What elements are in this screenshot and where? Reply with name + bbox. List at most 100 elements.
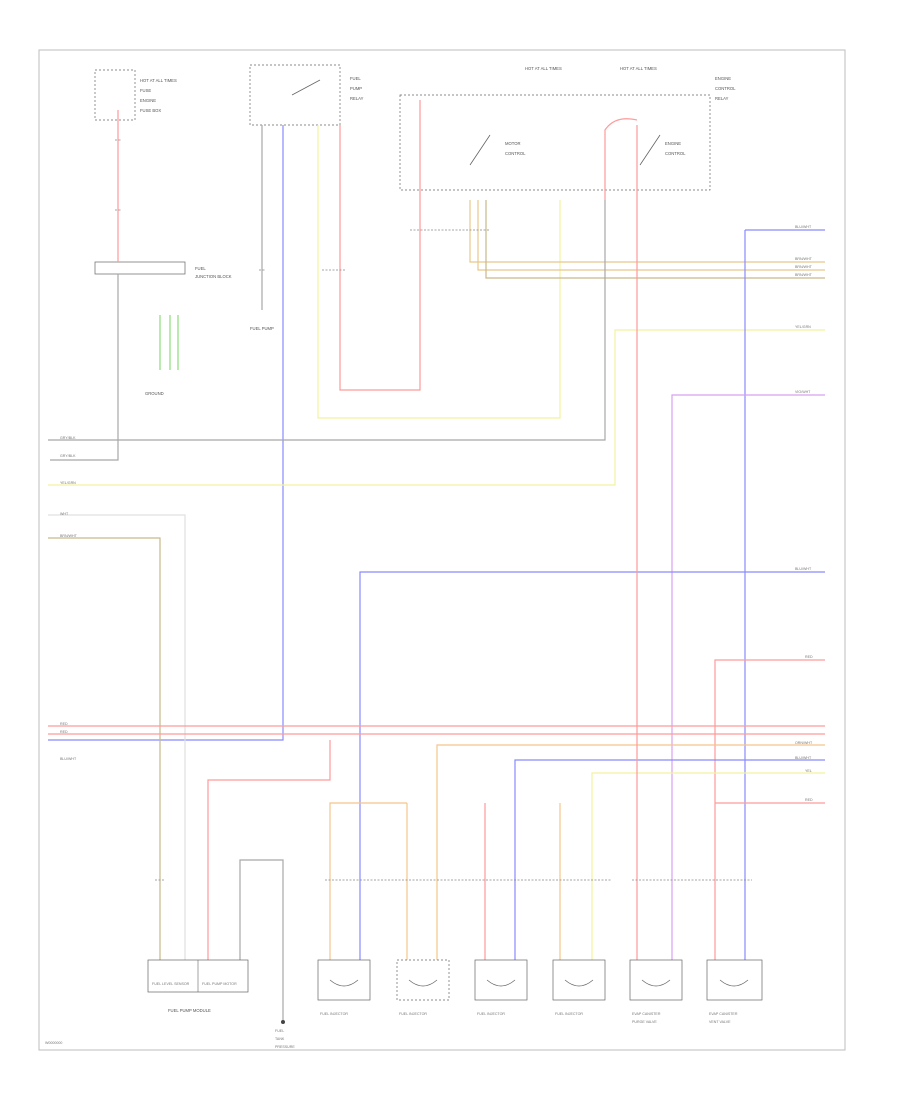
relay-switch-2	[639, 134, 661, 166]
relay-coil-label-4: CONTROL	[665, 151, 686, 156]
main-relay-label-2: PUMP	[350, 86, 362, 91]
label-red-lower-right: RED	[805, 798, 813, 802]
label-yellow-right: YEL/GRN	[795, 325, 811, 329]
label-red-h2: RED	[60, 730, 68, 734]
fuel-pump-motor-label: FUEL PUMP MOTOR	[202, 982, 237, 986]
sensor-label-2: TANK	[275, 1037, 285, 1041]
label-orange-2: BRN/WHT	[795, 265, 813, 269]
fuse-label-left-3: ENGINE	[140, 98, 156, 103]
fuel-pump-module: FUEL LEVEL SENSOR FUEL PUMP MOTOR FUEL P…	[147, 959, 249, 1013]
label-violet: VIO/WHT	[795, 390, 811, 394]
label-left-gray: GRY/BLK	[60, 454, 76, 458]
injector-3-label: FUEL INJECTOR	[477, 1012, 505, 1016]
label-brown-pump: BRN/WHT	[60, 534, 78, 538]
wire-inj1-orange	[329, 802, 407, 960]
top-left-fuse-group: HOT AT ALL TIMES FUSE ENGINE FUSE BOX	[94, 69, 177, 121]
label-white: WHT	[60, 512, 69, 516]
fuel-injector-1: FUEL INJECTOR	[317, 959, 371, 1016]
main-relay-label-3: RELAY	[350, 96, 364, 101]
wire-violet	[671, 394, 825, 990]
wire-yellow-1	[317, 125, 561, 419]
wire-orange-2	[477, 200, 825, 271]
top-right-relay-group: HOT AT ALL TIMES HOT AT ALL TIMES ENGINE…	[399, 66, 736, 191]
wire-brown-pump	[48, 537, 161, 960]
injector-2-box	[396, 959, 450, 1001]
fuel-level-sensor-label: FUEL LEVEL SENSOR	[152, 982, 190, 986]
injector-4-box	[552, 959, 606, 1001]
main-relay-box	[249, 64, 341, 126]
injector-4-label: FUEL INJECTOR	[555, 1012, 583, 1016]
vent-valve-label: EVAP CANISTER	[709, 1012, 738, 1016]
sensor-ground-point	[281, 1020, 285, 1024]
wire-blue-main	[48, 125, 284, 741]
junction-block	[94, 261, 186, 275]
fuse-label-left: HOT AT ALL TIMES	[140, 78, 177, 83]
injector-1-coil	[329, 979, 359, 987]
wire-yellow-2	[48, 329, 825, 486]
wire-brown-3	[485, 200, 825, 279]
right-relay-box	[399, 94, 711, 191]
vent-valve: EVAP CANISTER VENT VALVE	[706, 959, 763, 1024]
fuse-box-left	[94, 69, 136, 121]
ignition-relay-group: FUEL PUMP RELAY	[249, 64, 364, 126]
relay-switch-1	[469, 134, 491, 166]
fuel-injector-4: FUEL INJECTOR	[552, 959, 606, 1016]
label-blue-left: BLU/WHT	[60, 757, 77, 761]
relay-coil-label: MOTOR	[505, 141, 521, 146]
junction-label: FUEL	[195, 266, 206, 271]
label-red-right-top: RED	[805, 655, 813, 659]
label-orange-long: ORN/WHT	[795, 741, 813, 745]
right-relay-label-5: RELAY	[715, 96, 729, 101]
wire-red-pump	[207, 740, 331, 960]
right-relay-label-4: CONTROL	[715, 86, 736, 91]
ground-label: GROUND	[145, 391, 164, 396]
wire-gray-h	[48, 200, 606, 441]
relay-gray-label: FUEL PUMP	[250, 326, 274, 331]
wire-blue-mid	[359, 571, 825, 960]
label-orange-1: BRN/WHT	[795, 257, 813, 261]
purge-valve-coil	[641, 979, 671, 987]
label-blue-mid: BLU/WHT	[795, 567, 812, 571]
relay-coil-label-3: ENGINE	[665, 141, 681, 146]
fuel-injector-3: FUEL INJECTOR	[474, 959, 528, 1016]
fuel-pump-module-label: FUEL PUMP MODULE	[168, 1008, 211, 1013]
relay-switch-contact	[291, 79, 321, 96]
label-orange-3: BRN/WHT	[795, 273, 813, 277]
footer-code: W0000000	[45, 1041, 62, 1045]
vent-valve-coil	[719, 979, 749, 987]
fuse-label-left-4: FUSE BOX	[140, 108, 161, 113]
wire-left-gray	[50, 274, 119, 461]
injector-1-label: FUEL INJECTOR	[320, 1012, 348, 1016]
wire-gray-sensor	[239, 859, 284, 1020]
label-yellow-lower: YEL	[805, 769, 812, 773]
wire-orange-long	[436, 744, 825, 960]
diagram-frame	[38, 49, 846, 1051]
injector-3-box	[474, 959, 528, 1001]
right-relay-label-1: HOT AT ALL TIMES	[525, 66, 562, 71]
label-blue-right: BLU/WHT	[795, 225, 812, 229]
purge-valve: EVAP CANISTER PURGE VALVE	[629, 959, 683, 1024]
injector-2-label: FUEL INJECTOR	[399, 1012, 427, 1016]
injector-2-coil	[408, 979, 438, 987]
wire-yellow-lower	[591, 772, 825, 960]
wire-red-relay-arc	[604, 118, 638, 200]
right-relay-label-2: HOT AT ALL TIMES	[620, 66, 657, 71]
injector-4-coil	[564, 979, 594, 987]
injector-1-box	[317, 959, 371, 1001]
relay-coil-label-2: CONTROL	[505, 151, 526, 156]
right-relay-label-3: ENGINE	[715, 76, 731, 81]
label-yellow-left: YEL/GRN	[60, 481, 76, 485]
purge-valve-label: EVAP CANISTER	[632, 1012, 661, 1016]
main-relay-label: FUEL	[350, 76, 361, 81]
wire-relay-red	[339, 100, 421, 391]
fuse-label-left-2: FUSE	[140, 88, 151, 93]
fuel-injector-2: FUEL INJECTOR	[396, 959, 450, 1016]
purge-valve-label-2: PURGE VALVE	[632, 1020, 657, 1024]
wire-white	[48, 514, 186, 960]
vent-valve-label-2: VENT VALVE	[709, 1020, 731, 1024]
fuel-tank-sensor: FUEL TANK PRESSURE	[275, 1020, 295, 1049]
connector-marks	[115, 139, 752, 881]
label-blue-lower: BLU/WHT	[795, 756, 812, 760]
sensor-label-3: PRESSURE	[275, 1045, 295, 1049]
